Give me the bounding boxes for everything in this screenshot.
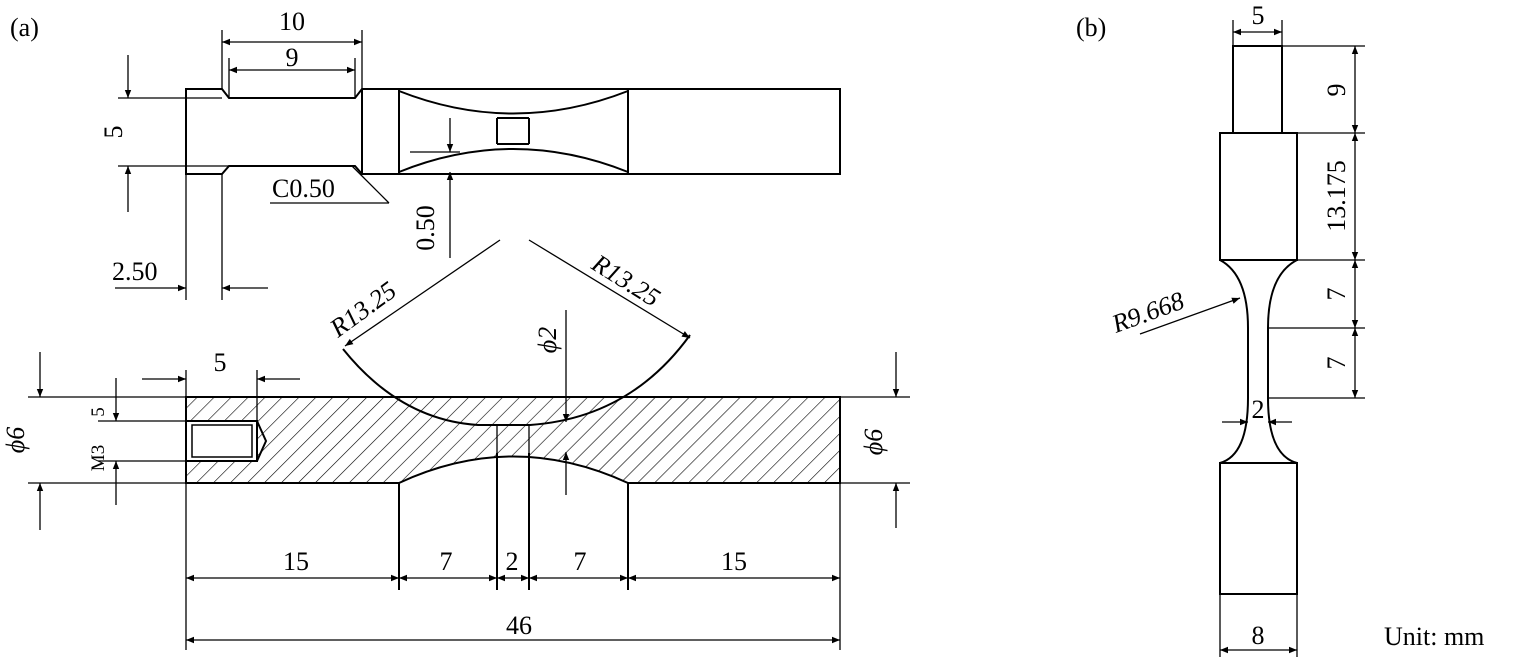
thread-length: 5 [214, 348, 227, 377]
dim-grip2: 13.175 [1322, 160, 1351, 232]
dim-offset: 2.50 [112, 257, 158, 286]
unit-label: Unit: mm [1384, 622, 1484, 651]
thread-depth: 5 [88, 407, 109, 417]
panel-a-tag: (a) [10, 13, 39, 42]
dim-top-width: 5 [1252, 1, 1265, 30]
panel-b-tag: (b) [1076, 13, 1106, 42]
dim-seg3: 2 [506, 547, 519, 576]
dim-fillet1: 7 [1322, 288, 1351, 301]
dim-total: 46 [506, 611, 532, 640]
neck-diameter: ϕ2 [533, 327, 562, 353]
dim-top-inner: 9 [286, 43, 299, 72]
dim-seg5: 15 [721, 547, 747, 576]
dim-height: 5 [99, 126, 128, 139]
section-view [28, 352, 910, 650]
top-view [115, 30, 841, 300]
chamfer-label: C0.50 [272, 174, 335, 203]
diameter-right: ϕ6 [859, 429, 888, 455]
dim-fillet2: 7 [1322, 357, 1351, 370]
diameter-left: ϕ6 [1, 427, 30, 453]
dim-top-outer: 10 [279, 7, 305, 36]
radius-right: R13.25 [586, 248, 665, 313]
round-specimen [1139, 20, 1365, 657]
dim-depth: 0.50 [411, 205, 440, 251]
thread-size: M3 [88, 445, 109, 471]
dim-seg2: 7 [440, 547, 453, 576]
dim-grip1: 9 [1322, 84, 1351, 97]
bottom-width: 8 [1252, 621, 1265, 650]
dim-seg4: 7 [574, 547, 587, 576]
neck-width: 2 [1252, 395, 1265, 424]
dim-seg1: 15 [283, 547, 309, 576]
